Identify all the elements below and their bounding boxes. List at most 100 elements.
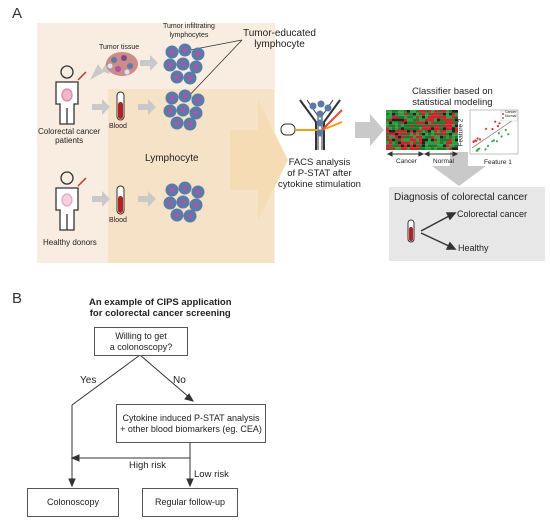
heatmap-cell: [446, 127, 449, 130]
heatmap-cell: [431, 124, 434, 128]
heatmap-cell: [449, 130, 452, 133]
heatmap-cell: [395, 144, 398, 148]
heatmap-cell: [437, 147, 440, 150]
heatmap-cell: [407, 110, 410, 113]
heatmap-cell: [452, 144, 455, 148]
crc-patients-label: Colorectal cancer patients: [38, 127, 100, 145]
heatmap-cell: [386, 127, 389, 130]
heatmap-cell: [398, 112, 401, 116]
heatmap-cell: [434, 141, 437, 145]
heatmap-cell: [392, 138, 395, 142]
heatmap-cell: [398, 138, 401, 142]
diag-cancer-label: Colorectal cancer: [457, 209, 528, 219]
heatmap-cell: [446, 110, 449, 113]
heatmap-cell: [419, 110, 422, 113]
heatmap-cell: [455, 135, 458, 139]
heatmap-cell: [401, 144, 404, 148]
panel-b-title-line1: An example of CIPS application: [89, 297, 232, 308]
panel-b-title: An example of CIPS application for color…: [89, 297, 232, 319]
heatmap-cell: [413, 138, 416, 142]
heatmap-cell: [389, 118, 392, 122]
heatmap-cell: [395, 121, 398, 125]
heatmap-cell: [413, 110, 416, 113]
heatmap-cell: [401, 138, 404, 142]
heatmap-cell: [419, 115, 422, 119]
heatmap-cell: [452, 124, 455, 128]
heatmap-cell: [386, 147, 389, 150]
heatmap-cell: [407, 138, 410, 142]
heatmap-cell: [398, 127, 401, 130]
blood-tube-bottom-icon: [116, 185, 125, 215]
colonoscopy-box: Colonoscopy: [27, 488, 119, 517]
heatmap-cell: [449, 118, 452, 122]
legend-cancer-label: Cancer: [505, 110, 517, 114]
heatmap-cell: [401, 135, 404, 139]
scatter-point: [494, 120, 497, 123]
heatmap-cell: [428, 132, 431, 136]
heatmap-cell: [416, 135, 419, 139]
arrowhead-high-risk: [70, 454, 80, 462]
heatmap-cell: [410, 124, 413, 128]
scatter-point: [495, 140, 498, 143]
heatmap-cell: [428, 127, 431, 130]
heatmap-cell: [392, 141, 395, 145]
heatmap-cell: [416, 121, 419, 125]
heatmap-cell: [392, 118, 395, 122]
heatmap-cell: [455, 141, 458, 145]
heatmap-cell: [425, 144, 428, 148]
heatmap-cell: [392, 110, 395, 113]
heatmap-cell: [437, 118, 440, 122]
heatmap-cell: [398, 144, 401, 148]
heatmap-cell: [443, 130, 446, 133]
scatter-point: [491, 140, 494, 143]
heatmap-cell: [416, 141, 419, 145]
heatmap-cell: [455, 132, 458, 136]
heatmap-cell: [410, 138, 413, 142]
heatmap-cell: [434, 130, 437, 133]
followup-text: Regular follow-up: [154, 497, 226, 507]
heatmap-cell: [404, 112, 407, 116]
heatmap-group-arrows: [386, 151, 459, 157]
heatmap-cell: [386, 118, 389, 122]
heatmap-cell: [422, 124, 425, 128]
heatmap-cell: [419, 141, 422, 145]
heatmap-cell: [446, 132, 449, 136]
scatter-point: [485, 127, 488, 130]
heatmap-cell: [407, 135, 410, 139]
heatmap-cell: [407, 118, 410, 122]
facs-cytometer-icon: [280, 99, 343, 150]
scatter-point: [496, 125, 500, 128]
heatmap-cell: [404, 130, 407, 133]
heatmap-cell: [443, 127, 446, 130]
heatmap-cell: [416, 147, 419, 150]
heatmap-cell: [431, 112, 434, 116]
tumor-tissue-icon: [106, 52, 138, 76]
heatmap-cell: [395, 141, 398, 145]
heatmap-cell: [392, 124, 395, 128]
heatmap-cell: [449, 112, 452, 116]
tils-label-line1: Tumor infiltrating: [163, 23, 215, 30]
heatmap-cell: [452, 118, 455, 122]
heatmap-cell: [395, 127, 398, 130]
arrow-to-diagnosis: [432, 152, 486, 186]
heatmap-cell: [404, 124, 407, 128]
tils-label-line2: lymphocytes: [169, 32, 209, 39]
heatmap-cell: [443, 135, 446, 139]
heatmap-cell: [431, 118, 434, 122]
heatmap-cell: [413, 112, 416, 116]
heatmap-cell: [422, 144, 425, 148]
heatmap-cell: [422, 127, 425, 130]
heatmap-cell: [428, 138, 431, 142]
heatmap-cell: [431, 147, 434, 150]
heatmap-cell: [446, 112, 449, 116]
heatmap-cell: [395, 118, 398, 122]
heatmap-cell: [443, 144, 446, 148]
heatmap-cell: [440, 130, 443, 133]
heatmap-cell: [422, 121, 425, 125]
heatmap-cell: [431, 115, 434, 119]
heatmap-cell: [398, 141, 401, 145]
heatmap-cell: [416, 110, 419, 113]
heatmap-cell: [395, 147, 398, 150]
heatmap-cell: [389, 115, 392, 119]
heatmap-cell: [401, 127, 404, 130]
